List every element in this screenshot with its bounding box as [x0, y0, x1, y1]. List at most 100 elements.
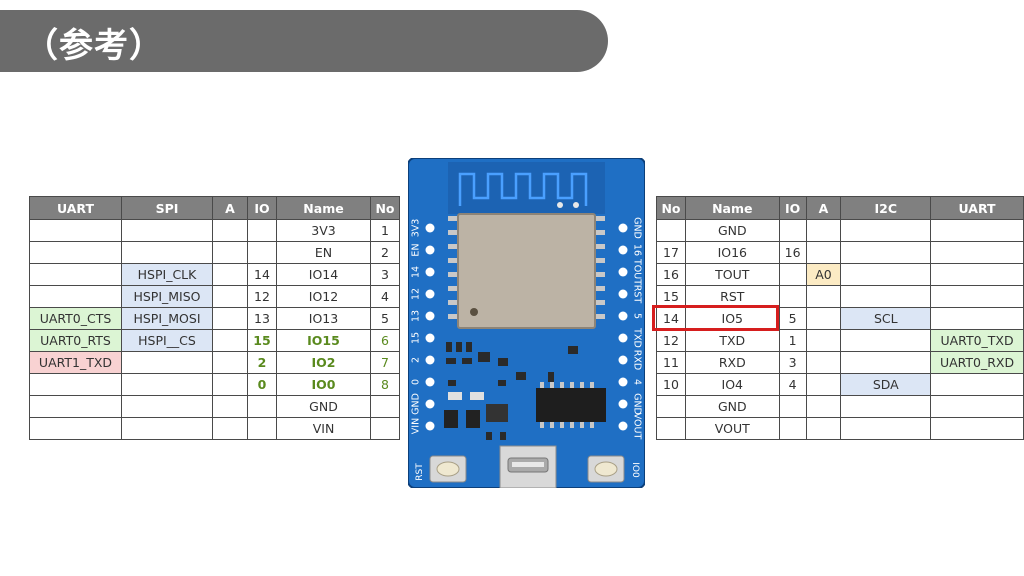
io5-highlight-box [652, 305, 779, 331]
header-name: Name [684, 196, 780, 220]
uart-cell [930, 219, 1024, 242]
title-bar: （参考） [0, 10, 608, 72]
io-cell: 14 [247, 263, 277, 286]
no-cell: 4 [370, 285, 400, 308]
wifi-module-shield [457, 213, 596, 329]
no-cell: 5 [370, 307, 400, 330]
analog-cell [805, 241, 842, 264]
analog-cell [212, 307, 248, 330]
spi-cell: HSPI_CLK [121, 263, 213, 286]
table-row: VOUT [656, 417, 1024, 440]
io0-button-label: IO0 [630, 462, 640, 478]
io-cell [247, 241, 277, 264]
right-silk-label: RXD [632, 350, 643, 370]
uart-cell [930, 263, 1024, 286]
analog-cell [212, 395, 248, 418]
antenna-area [448, 162, 605, 214]
no-cell: 10 [656, 373, 686, 396]
name-cell: IO4 [684, 373, 780, 396]
io-cell [247, 219, 277, 242]
uart-cell [29, 395, 122, 418]
analog-cell [805, 395, 842, 418]
left-silk-label: 14 [411, 266, 422, 278]
right-silk-label: TXD [632, 327, 643, 348]
spi-cell [121, 417, 213, 440]
name-cell: VIN [276, 417, 371, 440]
no-cell: 3 [370, 263, 400, 286]
io-cell: 5 [778, 307, 807, 330]
left-silk-label: 2 [411, 357, 422, 363]
i2c-cell [840, 241, 932, 264]
right-silk-label: 16 [632, 244, 643, 256]
usb-serial-chip [536, 382, 606, 428]
module-dot [470, 308, 478, 316]
micro-usb-connector[interactable] [499, 445, 557, 488]
uart-cell [29, 417, 122, 440]
header-analog: A [805, 196, 842, 220]
uart-cell: UART0_RXD [930, 351, 1024, 374]
i2c-cell [840, 417, 932, 440]
uart-cell [930, 241, 1024, 264]
no-cell: 8 [370, 373, 400, 396]
right-table-header: No Name IO A I2C UART [656, 196, 1024, 220]
uart-cell: UART1_TXD [29, 351, 122, 374]
i2c-cell [840, 329, 932, 352]
name-cell: IO16 [684, 241, 780, 264]
io-cell: 16 [778, 241, 807, 264]
analog-cell [805, 285, 842, 308]
spi-cell [121, 241, 213, 264]
right-silk-label: GND [632, 393, 643, 415]
right-silk-label: 5 [632, 313, 643, 319]
uart-cell: UART0_RTS [29, 329, 122, 352]
i2c-cell [840, 263, 932, 286]
table-row: VIN [29, 417, 400, 440]
uart-cell: UART0_CTS [29, 307, 122, 330]
io-cell [247, 395, 277, 418]
analog-cell [212, 263, 248, 286]
name-cell: EN [276, 241, 371, 264]
io0-button[interactable] [587, 455, 625, 483]
name-cell: TOUT [684, 263, 780, 286]
analog-cell [805, 373, 842, 396]
io-cell: 2 [247, 351, 277, 374]
header-analog: A [212, 196, 248, 220]
no-cell: 1 [370, 219, 400, 242]
io-cell [778, 285, 807, 308]
header-name: Name [276, 196, 371, 220]
name-cell: IO12 [276, 285, 371, 308]
left-header-pins [425, 223, 435, 431]
i2c-cell: SDA [840, 373, 932, 396]
io-cell: 1 [778, 329, 807, 352]
analog-cell [805, 351, 842, 374]
analog-cell [212, 417, 248, 440]
uart-cell [29, 219, 122, 242]
left-silk-label: 3V3 [411, 219, 422, 238]
uart-cell [930, 417, 1024, 440]
rst-button[interactable] [429, 455, 467, 483]
name-cell: GND [684, 219, 780, 242]
right-silk-label: GND [632, 217, 643, 239]
uart-cell [930, 307, 1024, 330]
spi-cell: HSPI__CS [121, 329, 213, 352]
no-cell: 12 [656, 329, 686, 352]
left-silk-label: 0 [411, 379, 422, 385]
io-cell [778, 219, 807, 242]
io-cell [778, 263, 807, 286]
analog-cell: A0 [805, 263, 842, 286]
right-silk-label: RST [632, 285, 643, 304]
left-silk-label: GND [411, 393, 422, 415]
analog-cell [805, 307, 842, 330]
page-title: （参考） [24, 26, 164, 66]
name-cell: IO13 [276, 307, 371, 330]
name-cell: GND [684, 395, 780, 418]
no-cell [656, 417, 686, 440]
analog-cell [212, 285, 248, 308]
